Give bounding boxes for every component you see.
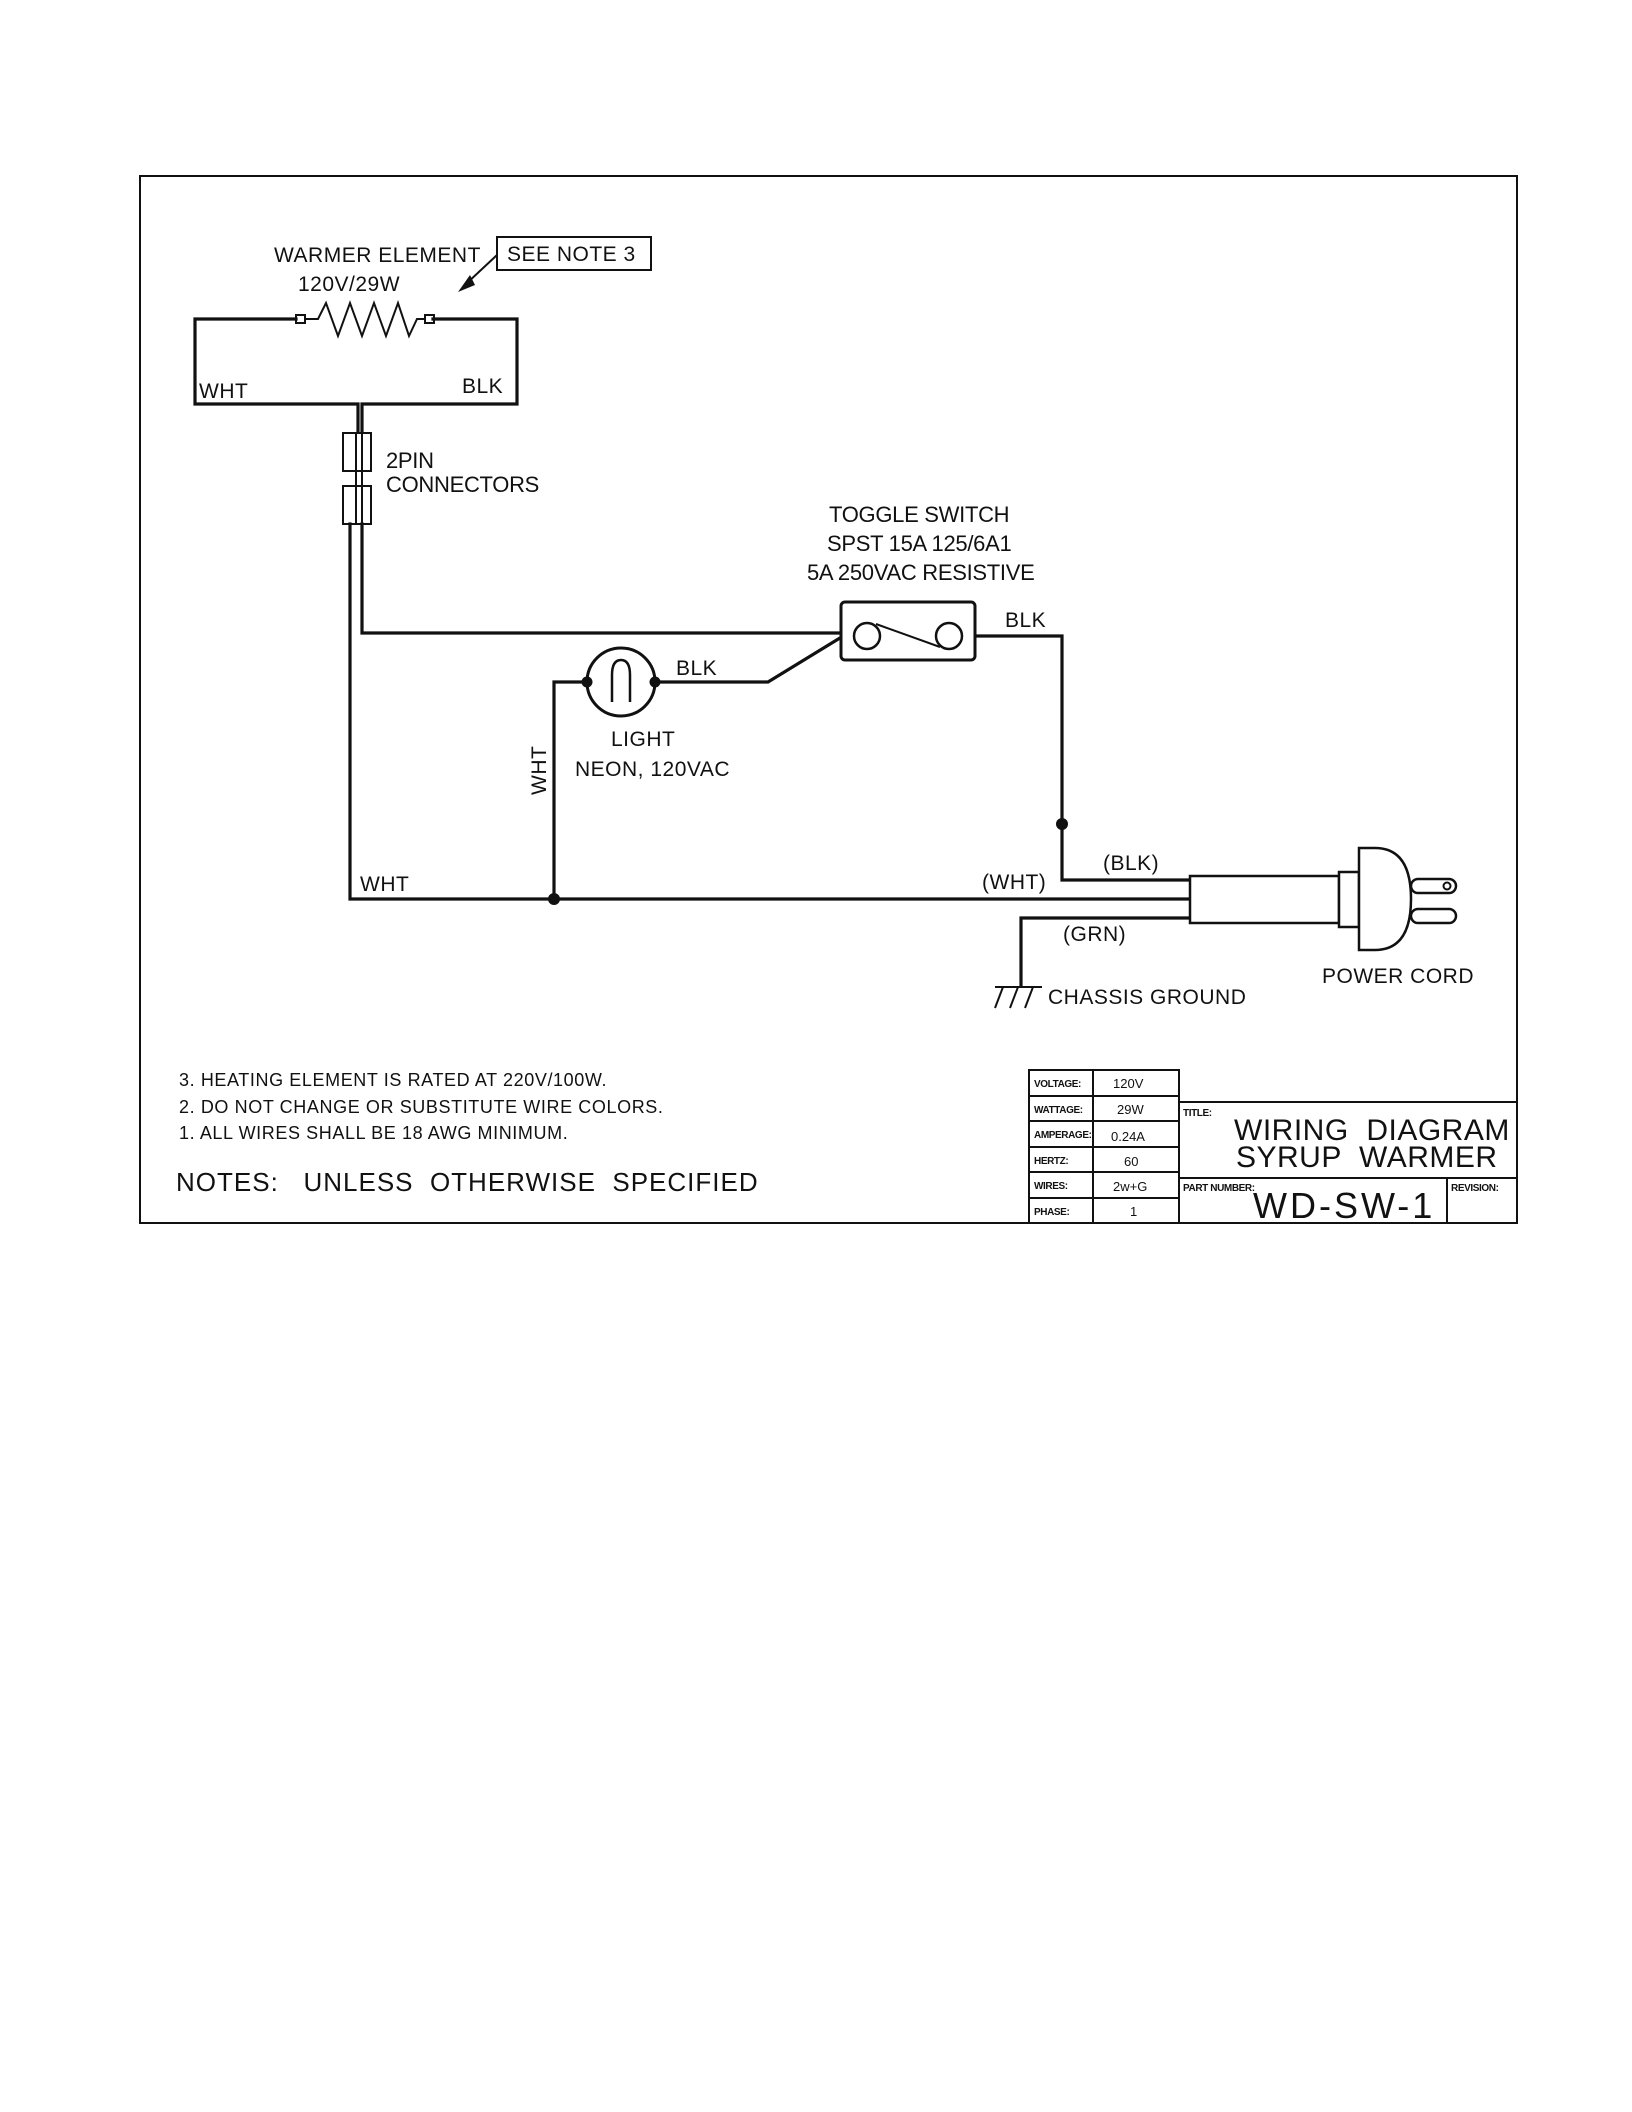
toggle-switch-symbol bbox=[839, 600, 977, 662]
see-note-label: SEE NOTE 3 bbox=[507, 243, 636, 266]
chassis-ground-label: CHASSIS GROUND bbox=[1048, 986, 1246, 1009]
wire-label-cord-blk: (BLK) bbox=[1103, 852, 1159, 875]
part-number: WD-SW-1 bbox=[1253, 1185, 1435, 1226]
junction-dot bbox=[548, 893, 560, 905]
power-cord-plug bbox=[1188, 846, 1458, 952]
spec-label-amperage: AMPERAGE: bbox=[1034, 1130, 1092, 1141]
spec-label-voltage: VOLTAGE: bbox=[1034, 1079, 1081, 1090]
wire-label-light-wht: WHT bbox=[528, 746, 551, 795]
note-1: 1. ALL WIRES SHALL BE 18 AWG MINIMUM. bbox=[179, 1123, 568, 1143]
power-cord-label: POWER CORD bbox=[1322, 965, 1474, 988]
see-note-box bbox=[496, 236, 652, 271]
spec-label-hertz: HERTZ: bbox=[1034, 1156, 1068, 1167]
connectors-label-1: 2PIN bbox=[386, 448, 434, 473]
light-spec: NEON, 120VAC bbox=[575, 758, 730, 781]
warmer-element-rating: 120V/29W bbox=[298, 273, 400, 296]
title-label: TITLE: bbox=[1183, 1108, 1212, 1119]
title-line-1: WIRING DIAGRAM bbox=[1234, 1114, 1510, 1147]
spec-label-phase: PHASE: bbox=[1034, 1207, 1069, 1218]
spec-value-amperage: 0.24A bbox=[1111, 1129, 1145, 1144]
main-wiring bbox=[348, 522, 1192, 1009]
toggle-switch-spec1: SPST 15A 125/6A1 bbox=[827, 531, 1011, 556]
light-label: LIGHT bbox=[611, 728, 675, 751]
part-number-label: PART NUMBER: bbox=[1183, 1183, 1255, 1194]
junction-dot bbox=[1056, 818, 1068, 830]
spec-value-wattage: 29W bbox=[1117, 1102, 1144, 1117]
note-3: 3. HEATING ELEMENT IS RATED AT 220V/100W… bbox=[179, 1070, 607, 1090]
wire-label-element-wht: WHT bbox=[199, 380, 248, 403]
wire-label-light-blk: BLK bbox=[676, 657, 717, 680]
notes-heading: NOTES: UNLESS OTHERWISE SPECIFIED bbox=[176, 1167, 759, 1197]
spec-value-voltage: 120V bbox=[1113, 1076, 1144, 1091]
two-pin-connectors bbox=[342, 432, 372, 525]
spec-value-wires: 2w+G bbox=[1113, 1179, 1147, 1194]
title-block bbox=[1179, 1101, 1517, 1223]
connectors-label-2: CONNECTORS bbox=[386, 472, 539, 497]
wire-label-cord-wht: (WHT) bbox=[982, 871, 1046, 894]
spec-label-wires: WIRES: bbox=[1034, 1181, 1068, 1192]
revision-label: REVISION: bbox=[1451, 1183, 1499, 1194]
wire-label-cord-grn: (GRN) bbox=[1063, 923, 1126, 946]
toggle-switch-label: TOGGLE SWITCH bbox=[829, 502, 1009, 527]
wire-label-bus-wht: WHT bbox=[360, 873, 409, 896]
wire-label-switch-blk: BLK bbox=[1005, 609, 1046, 632]
spec-value-phase: 1 bbox=[1130, 1204, 1137, 1219]
neon-light-symbol bbox=[581, 646, 661, 718]
warmer-element-circuit bbox=[193, 254, 519, 445]
spec-value-hertz: 60 bbox=[1124, 1154, 1138, 1169]
drawing-border bbox=[139, 175, 1518, 1224]
warmer-element-label: WARMER ELEMENT bbox=[274, 244, 481, 267]
wire-label-element-blk: BLK bbox=[462, 375, 503, 398]
spec-table bbox=[1028, 1069, 1180, 1224]
title-line-2: SYRUP WARMER bbox=[1236, 1141, 1498, 1174]
resistor-symbol bbox=[305, 299, 425, 339]
spec-label-wattage: WATTAGE: bbox=[1034, 1105, 1083, 1116]
toggle-switch-spec2: 5A 250VAC RESISTIVE bbox=[807, 560, 1034, 585]
note-2: 2. DO NOT CHANGE OR SUBSTITUTE WIRE COLO… bbox=[179, 1097, 664, 1117]
